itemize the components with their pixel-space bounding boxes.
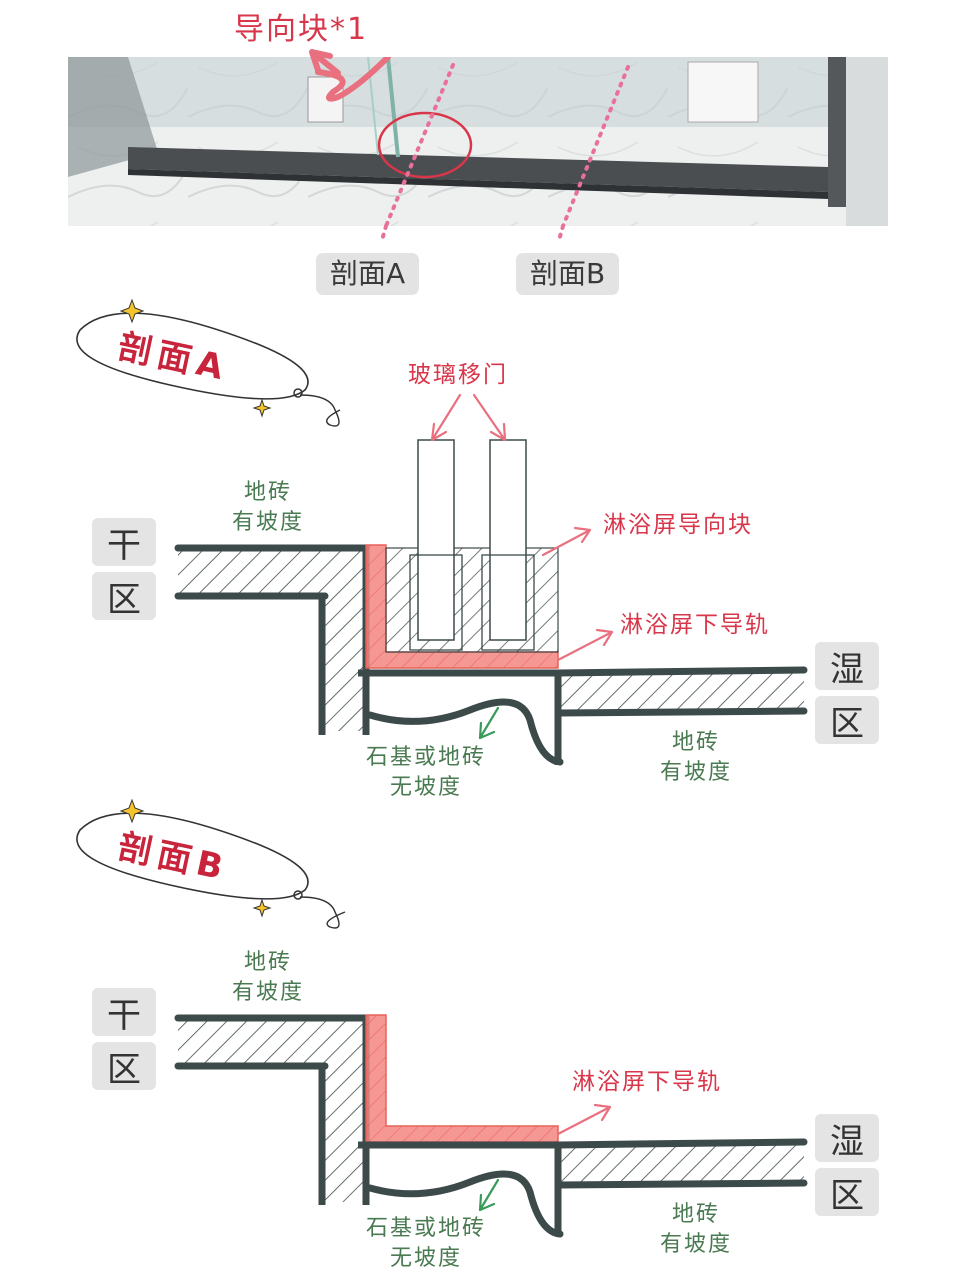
section-a-badge-shape: [76, 298, 341, 427]
wet-tile-label-a: 地砖有坡度: [660, 730, 733, 785]
dry-zone-a-2: 区: [92, 572, 156, 620]
section-b-badge-shape: [76, 798, 346, 929]
wet-zone-a-1: 湿: [815, 642, 879, 690]
shower-photo: [68, 57, 888, 226]
wet-zone-b-2: 区: [815, 1168, 879, 1216]
rail-label-b: 淋浴屏下导轨: [572, 1069, 722, 1095]
dry-tile-label-b: 地砖有坡度: [232, 950, 305, 1005]
dry-zone-a-1: 干: [92, 518, 156, 566]
guide-block-label: 淋浴屏导向块: [603, 512, 753, 538]
dry-zone-b-2: 区: [92, 1042, 156, 1090]
stone-base-label-b: 石基或地砖无坡度: [366, 1216, 487, 1271]
stone-base-label-a: 石基或地砖无坡度: [366, 745, 487, 800]
dry-zone-b-1: 干: [92, 988, 156, 1036]
section-b-chip: 剖面B: [516, 253, 620, 295]
glass-door-label: 玻璃移门: [408, 362, 508, 388]
wet-tile-label-b: 地砖有坡度: [660, 1202, 733, 1257]
section-a-chip: 剖面A: [316, 253, 420, 295]
wet-zone-b-1: 湿: [815, 1114, 879, 1162]
photo-illustration: [68, 57, 888, 226]
guide-block-callout: 导向块*1: [234, 12, 369, 47]
wet-zone-a-2: 区: [815, 696, 879, 744]
rail-label-a: 淋浴屏下导轨: [620, 612, 770, 638]
dry-tile-label-a: 地砖有坡度: [232, 480, 305, 535]
